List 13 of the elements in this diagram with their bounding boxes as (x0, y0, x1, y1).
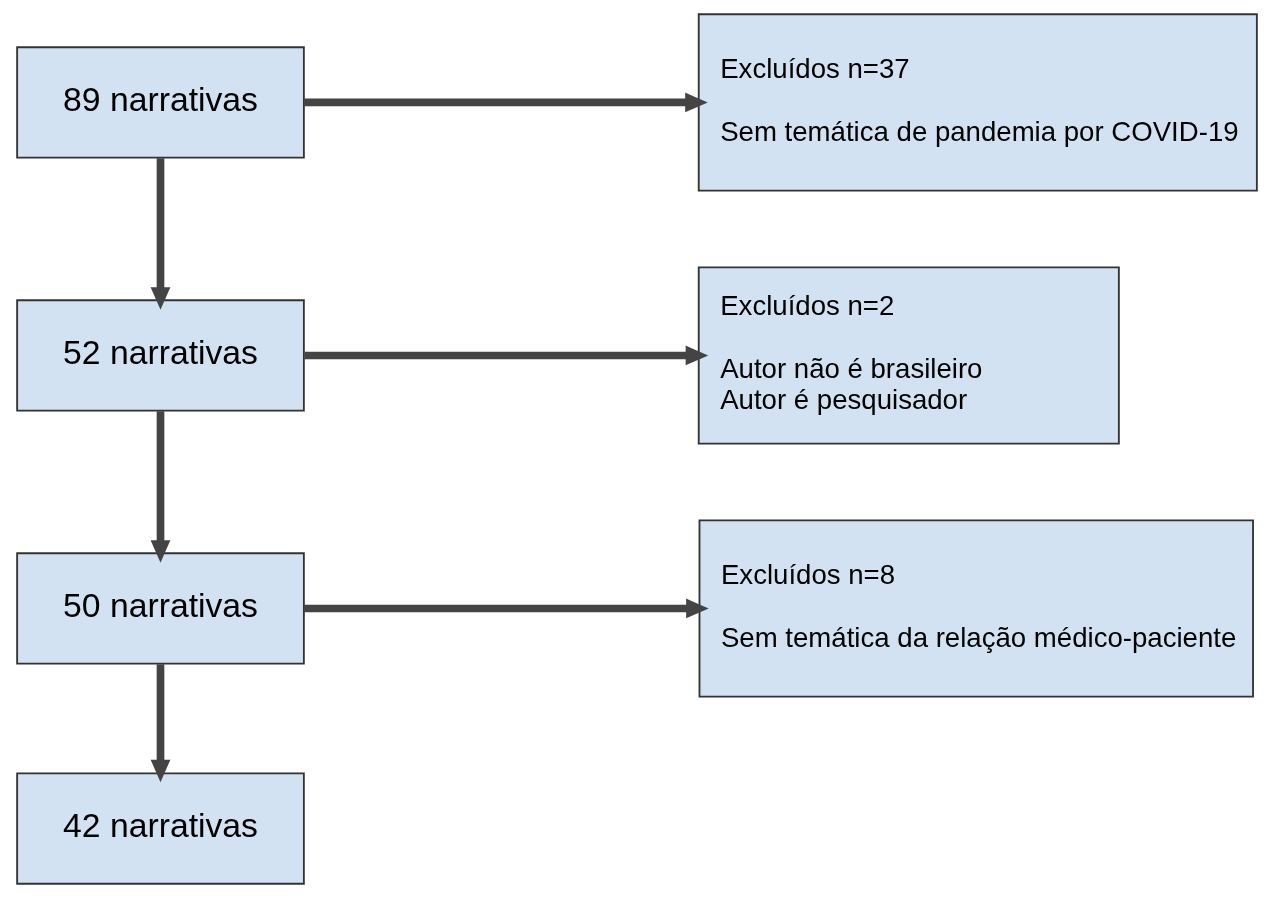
node-box: Excluídos n=37 Sem temática de pandemia por COVID-19 (697, 13, 1258, 192)
arrow (150, 158, 171, 310)
arrow (303, 598, 709, 619)
node-box: 52 narrativas (16, 299, 305, 412)
node-box: 42 narrativas (16, 772, 305, 885)
node-box: Excluídos n=8 Sem temática da relação médico-paciente (698, 519, 1254, 698)
node-box: 50 narrativas (16, 552, 305, 665)
arrow (150, 411, 171, 563)
arrow (150, 664, 171, 783)
node-box: 89 narrativas (16, 46, 305, 159)
arrow (304, 92, 708, 113)
node-box: Excluídos n=2 Autor não é brasileiro Autor é pesquisador (697, 266, 1120, 445)
arrow (304, 345, 709, 366)
